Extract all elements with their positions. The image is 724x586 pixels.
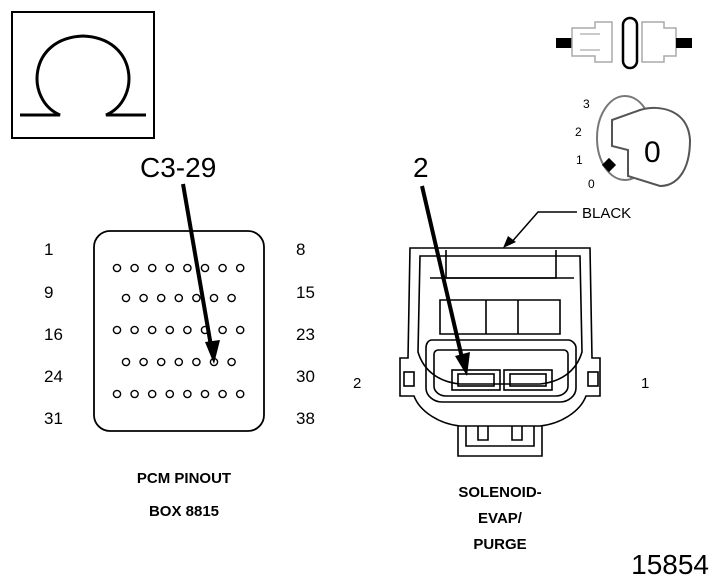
pcm-pin bbox=[139, 357, 148, 367]
solenoid-wire-color-label: BLACK bbox=[582, 205, 631, 222]
pcm-probe-label: C3-29 bbox=[140, 152, 216, 183]
solenoid-terminal-2 bbox=[451, 369, 501, 391]
ignition-switch: 3 2 1 0 0 bbox=[575, 95, 692, 191]
pcm-pin-grid bbox=[112, 263, 245, 399]
solenoid-terminal-1 bbox=[503, 369, 553, 391]
solenoid-caption-line2: EVAP/ bbox=[478, 510, 523, 527]
solenoid-connector bbox=[399, 247, 601, 457]
pcm-pin-label-23: 23 bbox=[296, 325, 315, 344]
pcm-caption-line2: BOX 8815 bbox=[149, 503, 219, 520]
pcm-pin bbox=[147, 263, 157, 273]
pcm-pin bbox=[165, 325, 175, 335]
pcm-pin bbox=[235, 389, 245, 399]
disconnect-icon bbox=[556, 16, 692, 70]
solenoid-terminal-label-2: 2 bbox=[353, 375, 361, 392]
pcm-pin bbox=[121, 357, 131, 367]
pcm-pin bbox=[139, 293, 148, 303]
ohmmeter-symbol bbox=[11, 11, 155, 139]
solenoid-probe-arrowhead bbox=[455, 352, 470, 376]
solenoid-labels: BLACK 2 1 2 SOLENOID- EVAP/ PURGE bbox=[353, 152, 649, 553]
pcm-caption-line1: PCM PINOUT bbox=[137, 470, 231, 487]
pcm-pin bbox=[235, 325, 245, 335]
ignition-key-label: 0 bbox=[644, 136, 661, 169]
solenoid-connector-nose bbox=[457, 426, 543, 457]
pcm-pin bbox=[200, 389, 210, 399]
pcm-pin bbox=[165, 389, 175, 399]
pcm-pin-label-1: 1 bbox=[44, 240, 53, 259]
ignition-position-0: 0 bbox=[588, 177, 595, 191]
pcm-pin bbox=[174, 357, 184, 367]
pcm-pin bbox=[227, 357, 236, 367]
solenoid-caption-line1: SOLENOID- bbox=[458, 484, 541, 501]
ignition-position-1: 1 bbox=[576, 153, 583, 167]
pcm-pin bbox=[112, 389, 122, 399]
pcm-pin bbox=[156, 357, 166, 367]
pcm-pin bbox=[130, 263, 139, 273]
pcm-pin bbox=[218, 263, 227, 273]
pcm-pin bbox=[200, 263, 210, 273]
pcm-pin bbox=[130, 389, 139, 399]
pcm-connector-outline bbox=[93, 230, 265, 432]
pcm-pin bbox=[183, 263, 192, 273]
pcm-pin-label-8: 8 bbox=[296, 240, 305, 259]
pcm-pin bbox=[156, 293, 166, 303]
pcm-pin bbox=[183, 389, 192, 399]
solenoid-connector-inner-shell bbox=[417, 255, 583, 385]
pcm-pin-label-30: 30 bbox=[296, 367, 315, 386]
figure-number: 15854 bbox=[631, 549, 709, 580]
key-icon bbox=[611, 106, 692, 188]
pcm-pin-label-38: 38 bbox=[296, 409, 315, 428]
pcm-pin bbox=[174, 293, 184, 303]
pcm-pin bbox=[192, 293, 201, 303]
pcm-pin bbox=[192, 357, 201, 367]
solenoid-connector-latch bbox=[445, 250, 557, 279]
pcm-pin bbox=[147, 325, 157, 335]
solenoid-terminal-cavity bbox=[425, 339, 577, 403]
solenoid-wire-leader bbox=[509, 211, 577, 245]
pcm-pin bbox=[218, 325, 227, 335]
pcm-pin-label-16: 16 bbox=[44, 325, 63, 344]
pcm-probe-arrowhead bbox=[205, 340, 220, 364]
pcm-pin bbox=[112, 263, 122, 273]
solenoid-wire-leader-arrowhead bbox=[503, 236, 516, 248]
solenoid-connector-shell bbox=[399, 247, 601, 427]
pcm-pin-label-15: 15 bbox=[296, 283, 315, 302]
pcm-pin bbox=[227, 293, 236, 303]
pcm-pin bbox=[121, 293, 131, 303]
ohmmeter-frame bbox=[11, 11, 155, 139]
solenoid-caption-line3: PURGE bbox=[473, 536, 526, 553]
pcm-pin bbox=[235, 263, 245, 273]
solenoid-terminal-label-1: 1 bbox=[641, 375, 649, 392]
pcm-pin bbox=[165, 263, 175, 273]
solenoid-tab-left bbox=[403, 371, 415, 387]
omega-icon bbox=[20, 34, 146, 117]
solenoid-probe-arrow bbox=[420, 185, 464, 359]
pcm-pin bbox=[218, 389, 227, 399]
pcm-pin-label-31: 31 bbox=[44, 409, 63, 428]
solenoid-connector-lock bbox=[439, 299, 561, 335]
pcm-pinout: 1 9 16 24 31 8 15 23 30 38 C3-29 PCM PIN… bbox=[44, 152, 315, 520]
pcm-pin-label-9: 9 bbox=[44, 283, 53, 302]
solenoid-probe-label: 2 bbox=[413, 152, 429, 183]
pcm-pin bbox=[147, 389, 157, 399]
solenoid-tab-right bbox=[587, 371, 599, 387]
pcm-pin bbox=[112, 325, 122, 335]
key-position-marker bbox=[601, 157, 617, 173]
pcm-probe-arrow bbox=[181, 183, 213, 347]
pcm-pin bbox=[209, 293, 219, 303]
pcm-pin bbox=[130, 325, 139, 335]
pcm-pin-label-24: 24 bbox=[44, 367, 63, 386]
ignition-position-2: 2 bbox=[575, 125, 582, 139]
ignition-position-3: 3 bbox=[583, 97, 590, 111]
pcm-pin bbox=[183, 325, 192, 335]
